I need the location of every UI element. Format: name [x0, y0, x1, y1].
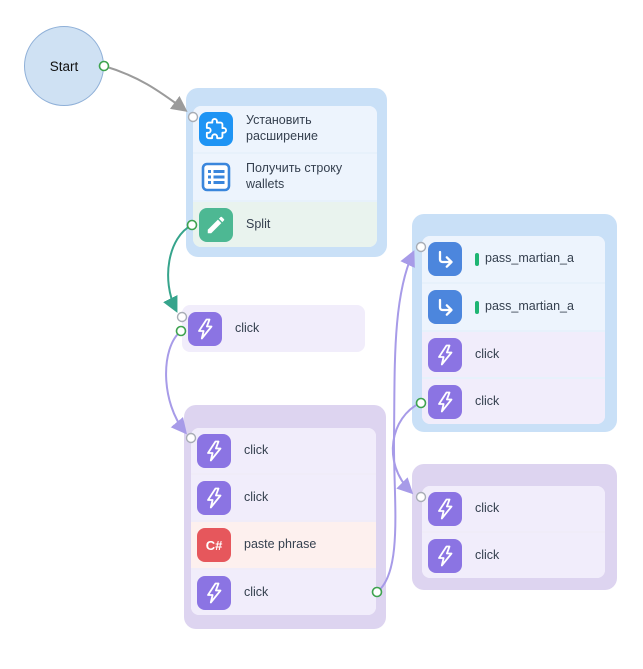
variable-marker	[475, 252, 479, 266]
action-pass-martian[interactable]: pass_martian_a	[422, 284, 605, 330]
action-label: click	[235, 320, 260, 335]
action-label: click	[475, 500, 500, 515]
group-wallet-actions[interactable]: click click C# paste phrase click	[184, 405, 386, 629]
variable-marker	[475, 300, 479, 314]
pencil-icon	[199, 207, 233, 242]
action-label: click	[475, 393, 500, 408]
action-click[interactable]: click	[422, 486, 605, 531]
action-label: paste phrase	[244, 537, 317, 552]
action-click[interactable]: click	[422, 533, 605, 578]
action-label: click	[475, 547, 500, 562]
lightning-icon	[428, 538, 462, 573]
action-label: Получить строку wallets	[246, 161, 343, 191]
lightning-icon	[188, 311, 222, 346]
action-click[interactable]: click	[191, 570, 376, 615]
action-click[interactable]: click	[422, 332, 605, 377]
puzzle-icon	[199, 112, 233, 146]
action-pass-martian[interactable]: pass_martian_a	[422, 236, 605, 282]
action-click[interactable]: click	[191, 428, 376, 473]
action-paste-phrase[interactable]: C# paste phrase	[191, 522, 376, 568]
lightning-icon	[428, 337, 462, 372]
lightning-icon	[428, 384, 462, 419]
action-install-extension[interactable]: Установить расширение	[193, 106, 377, 152]
action-click[interactable]: click	[422, 379, 605, 424]
action-label: pass_martian_a	[485, 299, 574, 314]
lightning-icon	[197, 575, 231, 610]
start-node-label: Start	[49, 58, 79, 74]
action-get-wallets-string[interactable]: Получить строку wallets	[193, 154, 377, 200]
group-wallet-actions-items: click click C# paste phrase click	[191, 428, 376, 615]
enter-text-icon	[428, 290, 462, 324]
action-click[interactable]: click	[191, 475, 376, 520]
group-passphrase-entry[interactable]: pass_martian_a pass_martian_a click clic…	[412, 214, 617, 432]
group-setup-items: Установить расширение Получить строку wa…	[193, 106, 377, 247]
csharp-icon: C#	[197, 528, 231, 562]
list-icon	[199, 160, 233, 194]
action-label: click	[244, 584, 269, 599]
group-final-clicks-items: click click	[422, 486, 605, 578]
group-final-clicks[interactable]: click click	[412, 464, 617, 590]
edge-start-to-setup[interactable]	[103, 65, 188, 112]
action-label: click	[244, 489, 269, 504]
start-node[interactable]: Start	[24, 26, 104, 106]
click-node[interactable]: click	[182, 305, 365, 352]
action-label: click	[244, 442, 269, 457]
action-label: Установить расширение	[246, 113, 318, 143]
action-label: click	[475, 346, 500, 361]
action-label: pass_martian_a	[485, 251, 574, 266]
lightning-icon	[197, 480, 231, 515]
lightning-icon	[197, 433, 231, 468]
group-passphrase-items: pass_martian_a pass_martian_a click clic…	[422, 236, 605, 424]
enter-text-icon	[428, 242, 462, 276]
lightning-icon	[428, 491, 462, 526]
group-setup[interactable]: Установить расширение Получить строку wa…	[186, 88, 387, 257]
action-split[interactable]: Split	[193, 202, 377, 247]
action-label: Split	[246, 216, 271, 231]
